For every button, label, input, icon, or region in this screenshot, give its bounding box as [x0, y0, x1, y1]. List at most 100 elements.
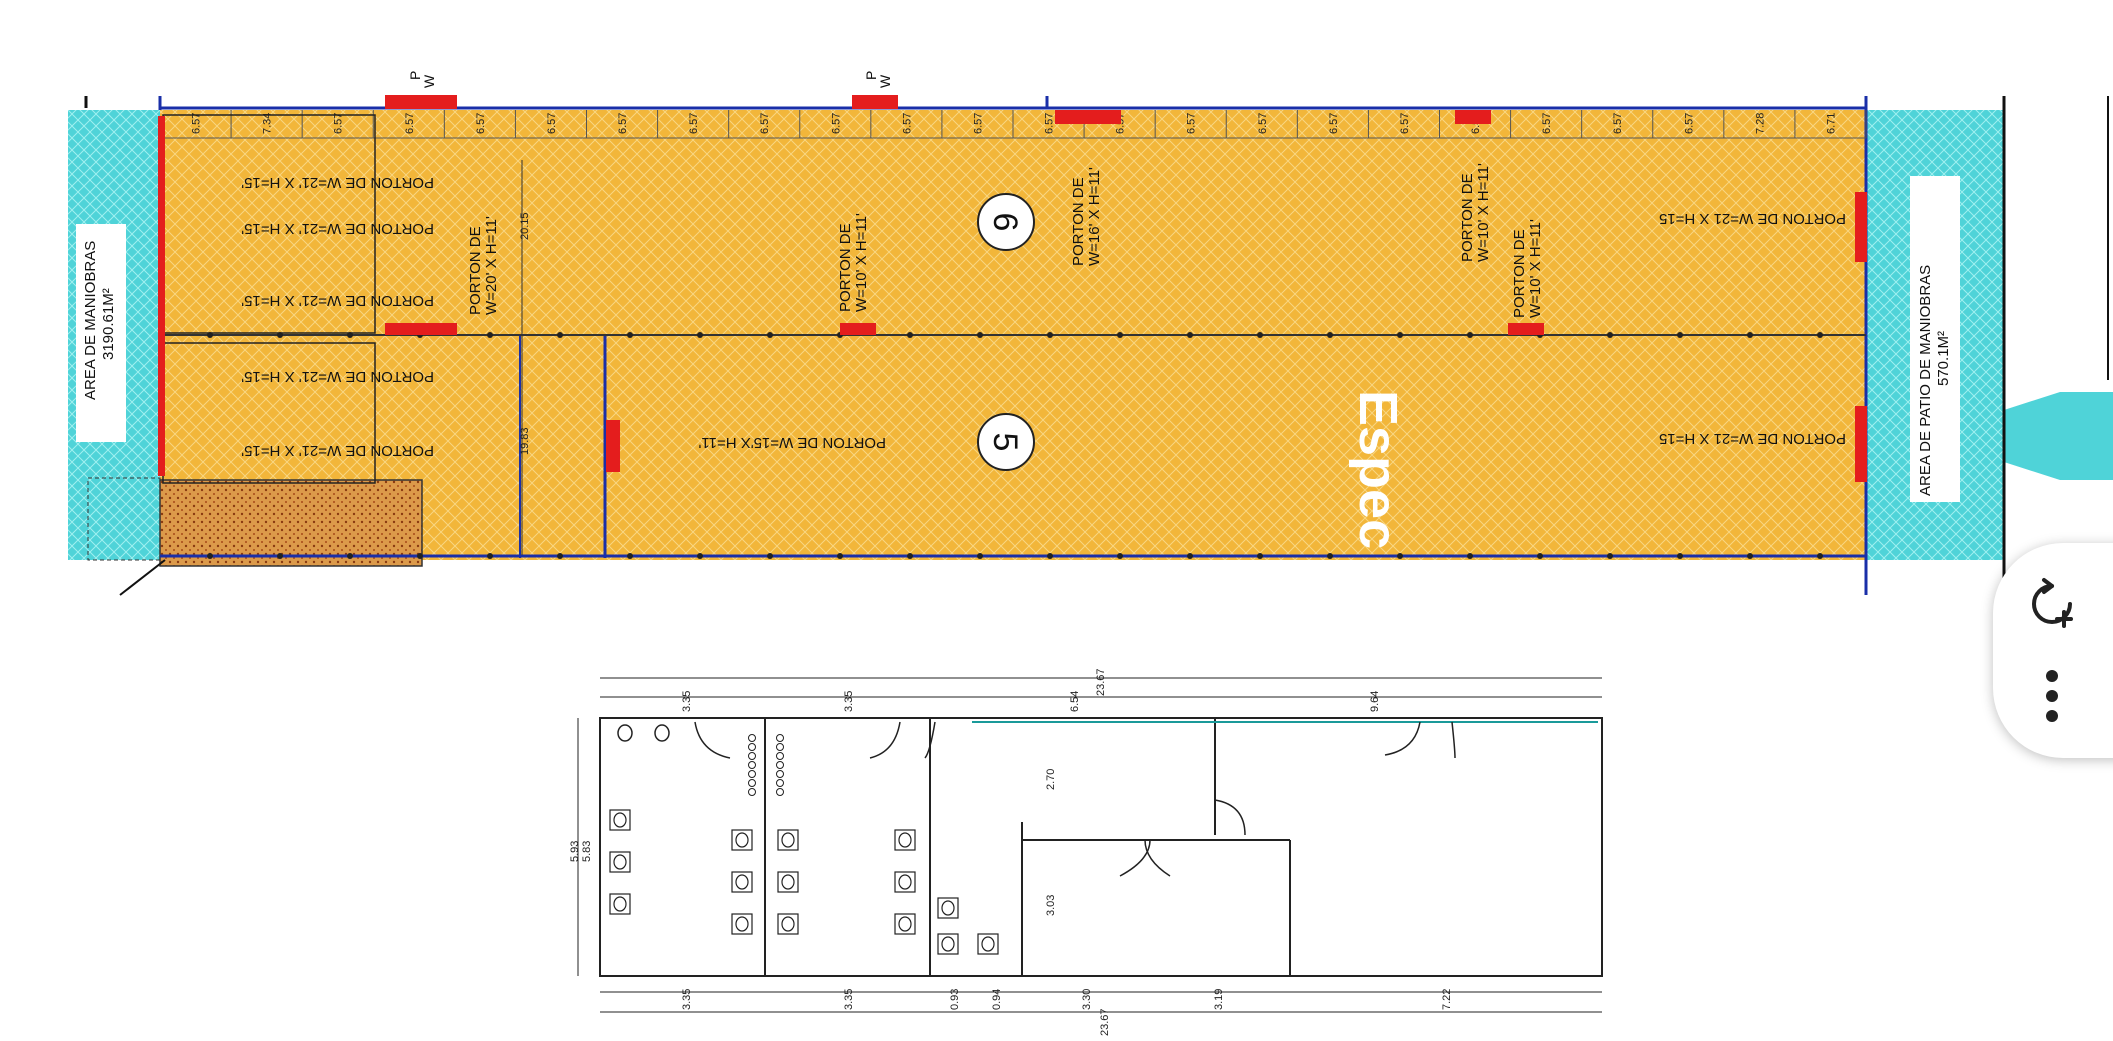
urinal — [776, 770, 784, 778]
toilet-stall — [731, 871, 753, 893]
toilet-stall — [777, 913, 799, 935]
column-dot — [417, 553, 423, 559]
office-outline — [599, 717, 1603, 977]
left-dim: 5.83 — [581, 841, 593, 862]
urinal — [748, 770, 756, 778]
east-gate — [1855, 406, 1867, 482]
gate-label: PORTON DE W=21' X H=15' — [241, 442, 434, 459]
toilet-bowl — [735, 874, 749, 890]
column-dot — [1117, 332, 1123, 338]
column-dot — [1607, 332, 1613, 338]
gate-label-w10: PORTON DE W=10' X H=11' — [837, 213, 870, 312]
space-6-number: 6 — [986, 213, 1024, 232]
column-dot — [1257, 332, 1263, 338]
top-dim: 6.54 — [1069, 691, 1081, 712]
toilet-bowl — [781, 832, 795, 848]
toilet-stall — [609, 893, 631, 915]
left-dim: 5.93 — [569, 841, 581, 862]
urinal — [776, 752, 784, 760]
toilet-stall — [777, 871, 799, 893]
column-dot — [697, 332, 703, 338]
toilet-bowl — [898, 916, 912, 932]
top-label-w: W — [877, 74, 893, 88]
toilet-bowl — [735, 832, 749, 848]
toilet-bowl — [781, 874, 795, 890]
toilet-stall — [894, 913, 916, 935]
inner-dim: 2.70 — [1045, 769, 1057, 790]
column-dot — [1607, 553, 1613, 559]
column-dot — [1047, 553, 1053, 559]
svg-text:570.1M²: 570.1M² — [1935, 331, 1952, 386]
toilet-bowl — [735, 916, 749, 932]
column-dot — [1747, 332, 1753, 338]
bay-dim-label: 6.57 — [475, 113, 487, 134]
svg-text:PORTON DE: PORTON DE — [1070, 177, 1087, 266]
toilet-bowl — [613, 896, 627, 912]
divider-gate — [1508, 323, 1544, 335]
urinal — [776, 788, 784, 796]
gate-label-w10-east-lower: PORTON DE W=10' X H=11' — [1511, 219, 1544, 318]
left-area-label-box — [76, 224, 126, 442]
column-dot — [557, 553, 563, 559]
svg-text:W=16' X H=11': W=16' X H=11' — [1086, 167, 1103, 266]
top-label-w: W — [421, 74, 437, 88]
svg-text:PORTON DE: PORTON DE — [467, 226, 484, 315]
bay-dim-label: 6.57 — [972, 113, 984, 134]
sink — [654, 724, 670, 742]
toilet-stall — [937, 933, 959, 955]
column-dot — [1747, 553, 1753, 559]
door-arc — [924, 721, 936, 759]
gate-label: PORTON DE W=21' X H=15' — [241, 220, 434, 237]
height-dim-upper: 20.15 — [519, 212, 531, 240]
svg-text:PORTON DE: PORTON DE — [1511, 229, 1528, 318]
toilet-stall — [731, 829, 753, 851]
top-door — [1055, 110, 1121, 124]
door-arc — [694, 721, 731, 759]
height-dim-lower: 19.83 — [519, 427, 531, 455]
bay-dim-label: 6.57 — [1257, 113, 1269, 134]
refresh-plus-button[interactable] — [2017, 569, 2087, 639]
gate-label: PORTON DE W=15'X H=11' — [698, 434, 886, 451]
gate-label-w16: PORTON DE W=16' X H=11' — [1070, 167, 1103, 266]
bottom-dim: 0.94 — [991, 989, 1003, 1010]
bay-dim-label: 7.34 — [262, 113, 274, 134]
column-dot — [1537, 553, 1543, 559]
east-gate — [1855, 192, 1867, 262]
toilet-bowl — [898, 832, 912, 848]
column-dot — [1327, 332, 1333, 338]
bottom-dim: 3.30 — [1081, 989, 1093, 1010]
bay-dim-label: 6.57 — [191, 113, 203, 134]
bay-dim-label: 6.57 — [688, 113, 700, 134]
column-dot — [1117, 553, 1123, 559]
bay-dim-label: 6.57 — [404, 113, 416, 134]
door-arc — [1384, 721, 1421, 756]
column-dot — [627, 332, 633, 338]
office-plan: 23.67 3.35 3.35 6.54 9.64 5.93 5.83 2.70… — [569, 668, 1603, 1036]
top-dim: 9.64 — [1369, 691, 1381, 712]
bay-dim-label: 6.57 — [901, 113, 913, 134]
toilet-bowl — [613, 812, 627, 828]
divider-gate — [385, 323, 457, 335]
top-door — [1455, 110, 1491, 124]
column-dot — [1467, 332, 1473, 338]
door-arc — [1214, 799, 1246, 836]
toilet-bowl — [981, 936, 995, 952]
column-dot — [277, 553, 283, 559]
column-dot — [1327, 553, 1333, 559]
gate-label: PORTON DE W=21 X H=15 — [1659, 210, 1846, 227]
urinal — [748, 734, 756, 742]
more-options-button[interactable] — [2017, 661, 2087, 731]
column-dot — [1257, 553, 1263, 559]
svg-text:AREA DE MANIOBRAS: AREA DE MANIOBRAS — [82, 241, 99, 400]
urinal — [748, 779, 756, 787]
space-6-marker — [977, 193, 1035, 251]
toilet-bowl — [898, 874, 912, 890]
bay-dim-label: 7.28 — [1754, 113, 1766, 134]
office-corner-line — [119, 559, 166, 596]
column-dot — [767, 332, 773, 338]
column-dot — [557, 332, 563, 338]
gate-label: PORTON DE W=21' X H=15' — [241, 292, 434, 309]
office-block-outline — [87, 477, 161, 561]
overlay-text: Espec — [1348, 390, 1408, 549]
